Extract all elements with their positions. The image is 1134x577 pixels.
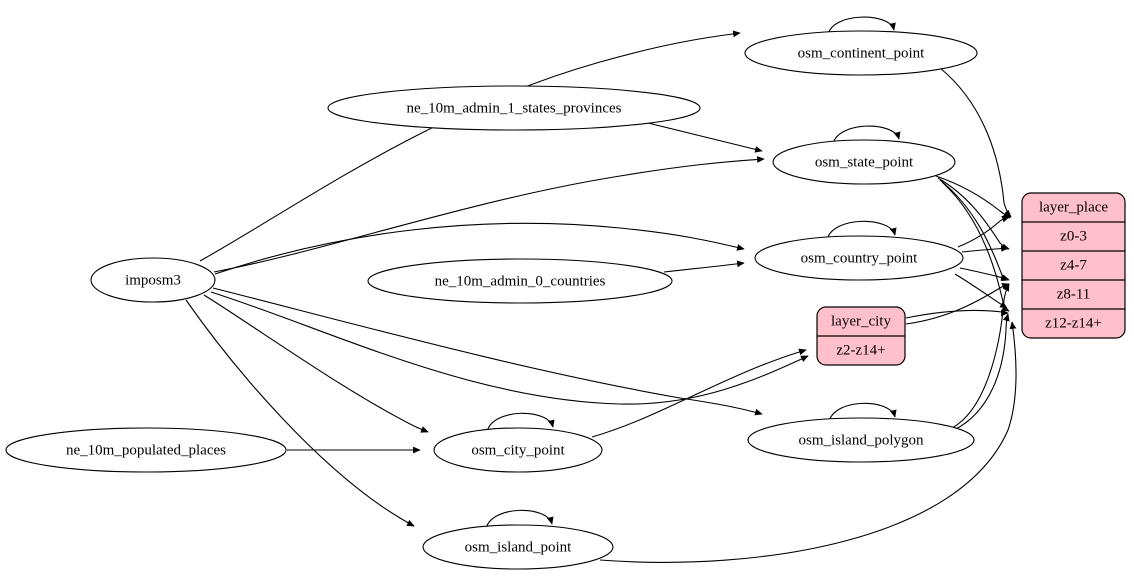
edge-osm_island_polygon-layer_place-z12_z14 (953, 313, 1010, 431)
record-row-layer-place-z12-z14[interactable]: z12-z14+ (1045, 315, 1102, 331)
edge-osm_city_point-layer_city (591, 348, 807, 438)
edge-osm_state_point-layer_place-z12_z14 (941, 181, 1010, 312)
record-row-layer-place-title: layer_place (1039, 199, 1108, 215)
node-ne-10m-populated-places[interactable]: ne_10m_populated_places (5, 427, 287, 473)
node-label-ne-admin0: ne_10m_admin_0_countries (435, 273, 606, 289)
node-osm-city-point[interactable]: osm_city_point (433, 427, 603, 473)
edge-osm_island_point-layer_place-z12_z14 (599, 321, 1017, 563)
edge-osm_island_point-self (485, 509, 554, 530)
edge-osm_country_point-layer_place-z4_7 (961, 245, 1009, 253)
edge-imposm3-layer_city (210, 291, 809, 405)
record-row-layer-place-z4-7[interactable]: z4-7 (1060, 257, 1087, 273)
node-label-osm-island-point: osm_island_point (465, 539, 573, 555)
record-layer-city[interactable]: layer_city z2-z14+ (816, 306, 906, 366)
edge-osm_state_point-layer_place-z0_3 (935, 175, 1011, 219)
node-label-ne-admin1: ne_10m_admin_1_states_provinces (407, 100, 622, 116)
edge-imposm3-osm_city_point (203, 294, 429, 433)
edges-group (185, 16, 1017, 563)
edge-layer_city-layer_place-z12_z14 (905, 309, 1009, 319)
edge-ne_admin0-osm_country_point (663, 260, 745, 273)
node-osm-island-polygon[interactable]: osm_island_polygon (747, 417, 975, 463)
edge-imposm3-osm_continent_point (199, 30, 741, 262)
edge-imposm3-osm_island_polygon (212, 287, 763, 416)
records-group: layer_place z0-3 z4-7 z8-11 z12-z14+ lay… (816, 192, 1126, 366)
edge-ne_admin1-osm_state_point (647, 122, 763, 153)
node-osm-state-point[interactable]: osm_state_point (772, 139, 956, 185)
edge-osm_country_point-layer_place-z0_3 (957, 215, 1010, 248)
node-ne-10m-admin-0-countries[interactable]: ne_10m_admin_0_countries (367, 258, 673, 304)
edge-layer_city-layer_place-z8_11 (905, 282, 1010, 325)
edge-osm_island_polygon-self (828, 402, 897, 423)
node-osm-continent-point[interactable]: osm_continent_point (744, 30, 978, 76)
record-layer-place[interactable]: layer_place z0-3 z4-7 z8-11 z12-z14+ (1021, 192, 1126, 339)
edge-imposm3-osm_state_point (213, 156, 765, 273)
node-imposm3[interactable]: imposm3 (90, 257, 216, 303)
record-row-layer-place-z0-3[interactable]: z0-3 (1060, 228, 1087, 244)
node-label-osm-city-point: osm_city_point (471, 442, 565, 458)
node-label-imposm3: imposm3 (125, 272, 181, 288)
node-label-osm-continent-point: osm_continent_point (798, 45, 925, 61)
node-label-osm-state-point: osm_state_point (815, 154, 914, 170)
record-row-layer-city-title: layer_city (831, 313, 891, 329)
node-label-osm-country-point: osm_country_point (801, 250, 918, 266)
edge-osm_city_point-self (486, 412, 555, 433)
edge-osm_continent_point-self (827, 16, 896, 36)
node-osm-country-point[interactable]: osm_country_point (754, 235, 964, 281)
edge-osm_island_polygon-layer_place-z8_11 (951, 283, 1010, 429)
record-row-layer-place-z8-11[interactable]: z8-11 (1057, 286, 1091, 302)
record-row-layer-city-z2-z14[interactable]: z2-z14+ (836, 342, 885, 358)
node-label-ne-populated: ne_10m_populated_places (66, 442, 226, 458)
node-ne-10m-admin-1-states-provinces[interactable]: ne_10m_admin_1_states_provinces (327, 85, 701, 131)
node-osm-island-point[interactable]: osm_island_point (422, 524, 614, 570)
edge-osm_country_point-self (826, 220, 897, 241)
edge-osm_country_point-layer_place-z8_11 (959, 267, 1009, 281)
nodes-group: imposm3 ne_10m_admin_1_states_provinces … (5, 30, 978, 570)
edge-osm_state_point-self (832, 125, 901, 145)
edge-osm_country_point-layer_place-z12_z14 (954, 273, 1008, 309)
edge-imposm3-osm_country_point (214, 222, 745, 275)
node-label-osm-island-polygon: osm_island_polygon (798, 432, 924, 448)
edge-imposm3-osm_island_point (185, 299, 415, 527)
